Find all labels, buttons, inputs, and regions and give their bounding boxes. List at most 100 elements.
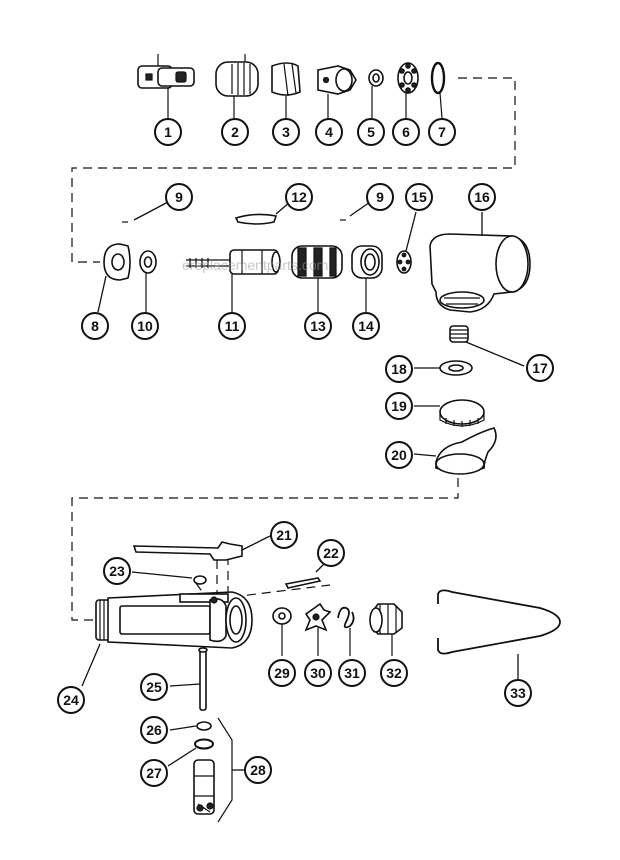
callout-12: 12 (285, 183, 313, 211)
part-20-guard (413, 427, 497, 475)
svg-text:3: 3 (282, 124, 290, 140)
part-14-cylinder (351, 245, 383, 312)
callout-4: 4 (315, 118, 343, 146)
callout-29: 29 (268, 659, 296, 687)
callout-25: 25 (140, 673, 168, 701)
callout-6: 6 (392, 118, 420, 146)
callout-30: 30 (304, 659, 332, 687)
assembly-guide-line-top (71, 77, 516, 263)
callout-32: 32 (380, 659, 408, 687)
svg-text:24: 24 (63, 692, 79, 708)
part-27-o-ring (167, 738, 214, 767)
part-3-collet (271, 62, 301, 118)
part-12-key (234, 201, 291, 225)
part-19-lock-ring (414, 399, 485, 427)
svg-text:5: 5 (367, 124, 375, 140)
part-8-rear-plate (97, 243, 131, 313)
part-2-nut (215, 54, 259, 118)
svg-text:18: 18 (391, 361, 407, 377)
callout-28: 28 (244, 756, 272, 784)
svg-text:2: 2 (231, 124, 239, 140)
callout-33: 33 (504, 679, 532, 707)
part-32-inlet-bushing (369, 603, 403, 656)
part-6-ball-bearing (397, 62, 419, 118)
assembly-guide-line-pin (231, 584, 331, 598)
part-26-o-ring (169, 721, 212, 731)
svg-text:4: 4 (325, 124, 333, 140)
callout-22: 22 (317, 539, 345, 567)
svg-text:9: 9 (175, 189, 183, 205)
callout-20: 20 (385, 441, 413, 469)
svg-text:10: 10 (137, 318, 153, 334)
svg-text:31: 31 (344, 665, 360, 681)
callout-5: 5 (357, 118, 385, 146)
callout-14: 14 (352, 312, 380, 340)
svg-text:25: 25 (146, 679, 162, 695)
part-13-rotor (291, 245, 343, 312)
part-16-angle-head (429, 212, 531, 313)
part-10-bearing (139, 250, 157, 312)
svg-text:1: 1 (164, 124, 172, 140)
svg-text:26: 26 (146, 722, 162, 738)
svg-text:6: 6 (402, 124, 410, 140)
callout-27: 27 (140, 759, 168, 787)
part-25-valve-stem (169, 647, 208, 711)
part-29-washer (272, 607, 292, 656)
callout-15: 15 (405, 183, 433, 211)
part-7-o-ring (430, 61, 446, 119)
callout-2: 2 (221, 118, 249, 146)
callout-18: 18 (385, 355, 413, 383)
assembly-guide-line-bottom (71, 478, 459, 621)
part-31-spring (337, 606, 355, 656)
part-24-motor-housing (81, 591, 253, 687)
svg-text:27: 27 (146, 765, 162, 781)
svg-text:22: 22 (323, 545, 339, 561)
svg-text:32: 32 (386, 665, 402, 681)
part-11-rotor-shaft (186, 249, 281, 312)
part-4-bearing-housing (317, 65, 357, 118)
part-33-wire-clip (437, 589, 561, 680)
callout-3: 3 (272, 118, 300, 146)
part-9-small-ball-left (122, 201, 169, 223)
svg-text:33: 33 (510, 685, 526, 701)
part-5-spacer (368, 69, 384, 118)
svg-text:23: 23 (109, 563, 125, 579)
callout-24: 24 (57, 686, 85, 714)
callout-17: 17 (526, 354, 554, 382)
callout-9-left: 9 (165, 183, 193, 211)
svg-text:19: 19 (391, 398, 407, 414)
callout-11: 11 (218, 312, 246, 340)
svg-text:7: 7 (438, 124, 446, 140)
part-18-washer (414, 360, 473, 376)
svg-text:21: 21 (276, 527, 292, 543)
callout-9-right: 9 (366, 183, 394, 211)
callout-7: 7 (428, 118, 456, 146)
svg-text:9: 9 (376, 189, 384, 205)
callout-8: 8 (81, 312, 109, 340)
svg-text:12: 12 (291, 189, 307, 205)
svg-text:14: 14 (358, 318, 374, 334)
part-22-pin (284, 561, 327, 589)
svg-text:16: 16 (474, 189, 490, 205)
svg-text:8: 8 (91, 318, 99, 334)
callout-23: 23 (103, 557, 131, 585)
callout-31: 31 (338, 659, 366, 687)
svg-text:11: 11 (225, 318, 240, 334)
callout-16: 16 (468, 183, 496, 211)
svg-text:17: 17 (532, 360, 548, 376)
svg-text:20: 20 (391, 447, 407, 463)
part-30-valve (304, 602, 332, 656)
part-9-small-ball-right (340, 201, 371, 221)
callout-21: 21 (270, 521, 298, 549)
part-23-retainer (131, 571, 207, 585)
part-28-valve-assembly (193, 717, 246, 823)
callout-1: 1 (154, 118, 182, 146)
svg-text:13: 13 (310, 318, 326, 334)
watermark-text: ereplacementparts.com (182, 257, 328, 273)
svg-text:28: 28 (250, 762, 266, 778)
callout-26: 26 (140, 716, 168, 744)
part-1-drive-shaft (137, 54, 195, 118)
svg-text:15: 15 (411, 189, 427, 205)
